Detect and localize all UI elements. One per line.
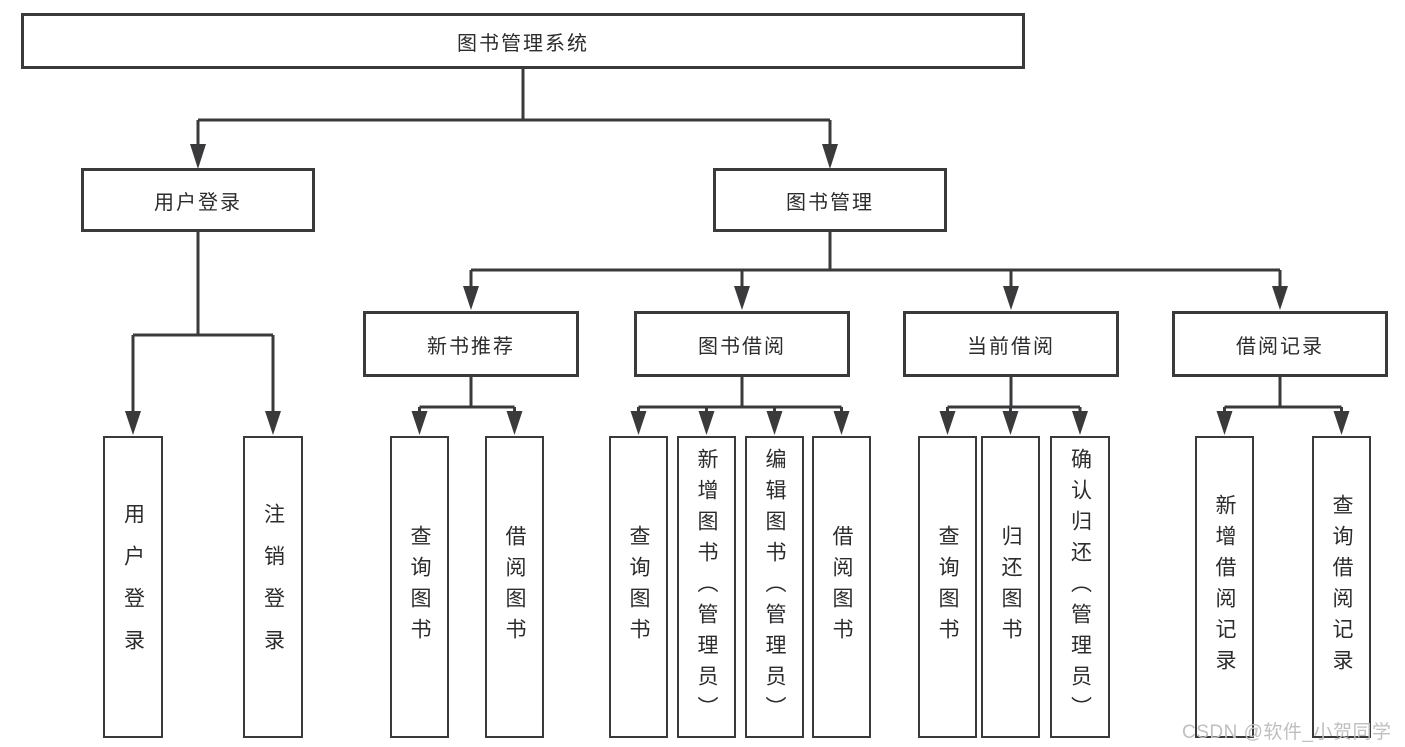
node-book-management: 图书管理: [713, 168, 947, 232]
leaf-records-query-record: 查询借阅记录: [1312, 436, 1371, 738]
node-new-book-recommend: 新书推荐: [363, 311, 579, 377]
leaf-borrow-query-book: 查询图书: [609, 436, 668, 738]
leaf-records-query-record-label: 查询借阅记录: [1330, 494, 1353, 680]
connector-book-management-to-modules: [463, 232, 1288, 310]
leaf-records-add-record: 新增借阅记录: [1195, 436, 1254, 738]
node-book-borrow-label: 图书借阅: [698, 335, 786, 358]
leaf-borrow-edit-book-admin-label: 编辑图书（管理员）: [763, 447, 786, 727]
leaf-newbook-borrow-book: 借阅图书: [485, 436, 544, 738]
leaf-borrow-query-book-label: 查询图书: [627, 525, 650, 649]
node-current-borrow: 当前借阅: [903, 311, 1119, 377]
leaf-newbook-query-book: 查询图书: [390, 436, 449, 738]
node-root-label: 图书管理系统: [457, 32, 589, 55]
leaf-borrow-add-book-admin: 新增图书（管理员）: [677, 436, 736, 738]
leaf-current-query-book-label: 查询图书: [936, 525, 959, 649]
leaf-borrow-edit-book-admin: 编辑图书（管理员）: [745, 436, 804, 738]
leaf-current-return-book: 归还图书: [981, 436, 1040, 738]
leaf-borrow-borrow-book-label: 借阅图书: [830, 525, 853, 649]
node-user-login: 用户登录: [81, 168, 315, 232]
connector-root-to-level2: [190, 69, 838, 169]
leaf-user-login-label: 用户登录: [121, 503, 145, 671]
node-book-borrow: 图书借阅: [634, 311, 850, 377]
node-root: 图书管理系统: [21, 13, 1025, 69]
leaf-user-login: 用户登录: [103, 436, 163, 738]
connector-user-login-to-leaves: [125, 232, 281, 435]
node-borrow-records-label: 借阅记录: [1236, 335, 1324, 358]
leaf-current-return-book-label: 归还图书: [999, 525, 1022, 649]
leaf-borrow-borrow-book: 借阅图书: [812, 436, 871, 738]
node-borrow-records: 借阅记录: [1172, 311, 1388, 377]
connector-borrow-records-to-leaves: [1216, 377, 1350, 435]
leaf-logout-label: 注销登录: [261, 503, 285, 671]
node-current-borrow-label: 当前借阅: [967, 335, 1055, 358]
leaf-current-query-book: 查询图书: [918, 436, 977, 738]
connector-new-book-to-leaves: [411, 377, 523, 435]
leaf-newbook-borrow-book-label: 借阅图书: [503, 525, 526, 649]
node-book-management-label: 图书管理: [786, 191, 874, 214]
leaf-records-add-record-label: 新增借阅记录: [1213, 494, 1236, 680]
leaf-current-confirm-return-admin: 确认归还（管理员）: [1050, 436, 1110, 738]
connector-current-borrow-to-leaves: [939, 377, 1088, 435]
connector-book-borrow-to-leaves: [630, 377, 850, 435]
node-new-book-recommend-label: 新书推荐: [427, 335, 515, 358]
csdn-watermark: CSDN @软件_小贺同学: [1182, 722, 1392, 743]
node-user-login-label: 用户登录: [154, 191, 242, 214]
leaf-logout: 注销登录: [243, 436, 303, 738]
leaf-current-confirm-return-admin-label: 确认归还（管理员）: [1068, 447, 1092, 727]
leaf-borrow-add-book-admin-label: 新增图书（管理员）: [695, 447, 718, 727]
leaf-newbook-query-book-label: 查询图书: [408, 525, 431, 649]
